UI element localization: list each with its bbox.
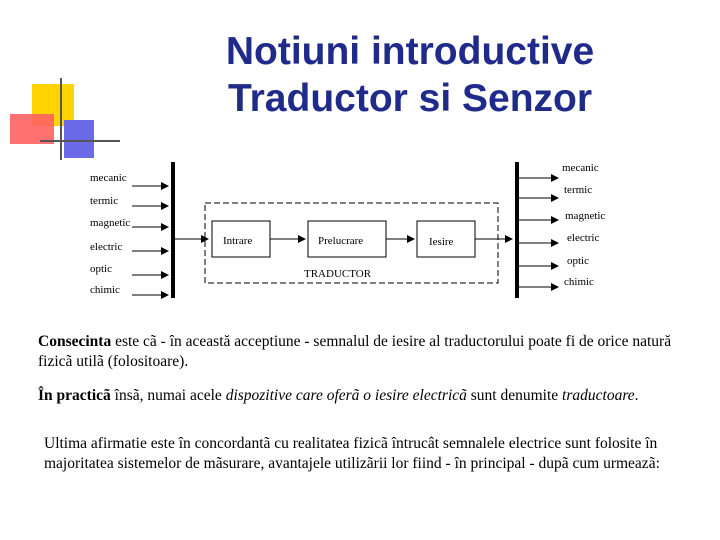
- output-bus-bar: [515, 162, 519, 298]
- paragraph-ultima-afirmatie: Ultima afirmatie este în concordantã cu …: [44, 435, 660, 472]
- paragraph-in-practica-end: .: [634, 387, 639, 404]
- block-iesire: [416, 220, 476, 258]
- transducer-diagram: mecanic termic magnetic electric optic c…: [90, 162, 605, 299]
- output-label-chimic: chimic: [564, 276, 594, 288]
- block-intrare: [211, 220, 271, 258]
- traductor-label: TRADUCTOR: [304, 268, 372, 280]
- output-label-electric: electric: [567, 232, 599, 244]
- block-intrare-label: Intrare: [223, 235, 252, 247]
- decor-red-square: [10, 114, 54, 144]
- block-iesire-label: Iesire: [429, 236, 454, 248]
- traductor-box: [204, 202, 499, 284]
- output-lines: [519, 174, 559, 291]
- output-label-optic: optic: [567, 255, 589, 267]
- slide-title: Notiuni introductive Traductor si Senzor: [130, 28, 690, 122]
- output-label-magnetic: magnetic: [565, 210, 605, 222]
- paragraph-in-practica-italic-2: traductoare: [562, 387, 635, 404]
- block-prelucrare: [307, 220, 387, 258]
- paragraph-in-practica-lead: În practicã: [38, 387, 111, 404]
- input-bus-bar: [171, 162, 175, 298]
- input-label-termic: termic: [90, 195, 118, 207]
- paragraph-in-practica: În practicã însã, numai acele dispozitiv…: [38, 386, 698, 406]
- paragraph-in-practica-italic: dispozitive care oferã o iesire electric…: [225, 387, 467, 404]
- block-prelucrare-label: Prelucrare: [318, 235, 363, 247]
- input-label-optic: optic: [90, 263, 112, 275]
- paragraph-in-practica-text-2: sunt denumite: [466, 387, 563, 404]
- output-label-termic: termic: [564, 184, 592, 196]
- paragraph-consecinta: Consecinta este cã - în această acceptiu…: [38, 332, 698, 372]
- title-line-2: Traductor si Senzor: [227, 77, 593, 120]
- input-label-magnetic: magnetic: [90, 217, 130, 229]
- paragraph-consecinta-text: este cã - în această acceptiune - semnal…: [38, 333, 672, 370]
- input-lines: [132, 182, 169, 299]
- decor-horizontal-line: [40, 140, 120, 142]
- input-label-chimic: chimic: [90, 284, 120, 296]
- title-line-1: Notiuni introductive: [225, 30, 595, 73]
- input-label-electric: electric: [90, 241, 122, 253]
- paragraph-consecinta-lead: Consecinta: [38, 333, 112, 350]
- decor-blue-square: [64, 120, 94, 158]
- decor-vertical-line: [60, 78, 62, 160]
- output-label-mecanic: mecanic: [562, 162, 599, 174]
- paragraph-in-practica-text: însã, numai acele: [110, 387, 226, 404]
- input-label-mecanic: mecanic: [90, 172, 127, 184]
